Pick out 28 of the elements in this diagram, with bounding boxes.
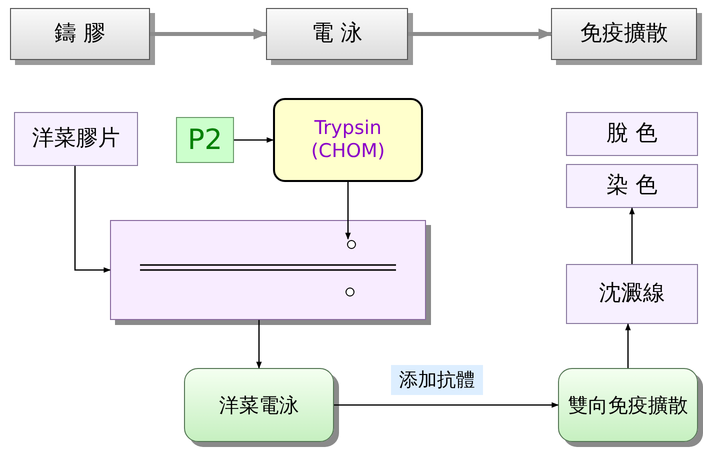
arrow [408,28,552,40]
process-box [566,112,698,156]
sample-well [347,240,356,249]
node-label: 雙向免疫擴散 [568,393,688,417]
arrow [74,166,111,273]
node-label: 免疫擴散 [580,20,668,48]
node-label: 洋菜膠片 [32,126,120,152]
arrow [234,137,274,143]
node-label: 洋菜電泳 [219,393,299,417]
sample-box [176,117,234,163]
process-box [566,264,698,324]
arrow [256,320,262,369]
arrow [625,323,631,368]
edge-label: 添加抗體 [391,365,483,395]
process-box [14,112,138,166]
arrow [345,182,351,240]
node-label: 鑄 膠 [54,20,106,48]
process-box [566,164,698,208]
arrow [334,402,559,408]
arrow [629,207,635,264]
node-label: P2 [188,123,222,157]
arrow [150,28,268,40]
enzyme-box [273,98,423,182]
node-label: 電 泳 [312,20,362,48]
node-label: 染 色 [606,172,658,200]
node-label: Trypsin (CHOM) [310,117,386,163]
node-label: 沈澱線 [599,280,665,308]
node-label: 脫 色 [606,120,658,148]
